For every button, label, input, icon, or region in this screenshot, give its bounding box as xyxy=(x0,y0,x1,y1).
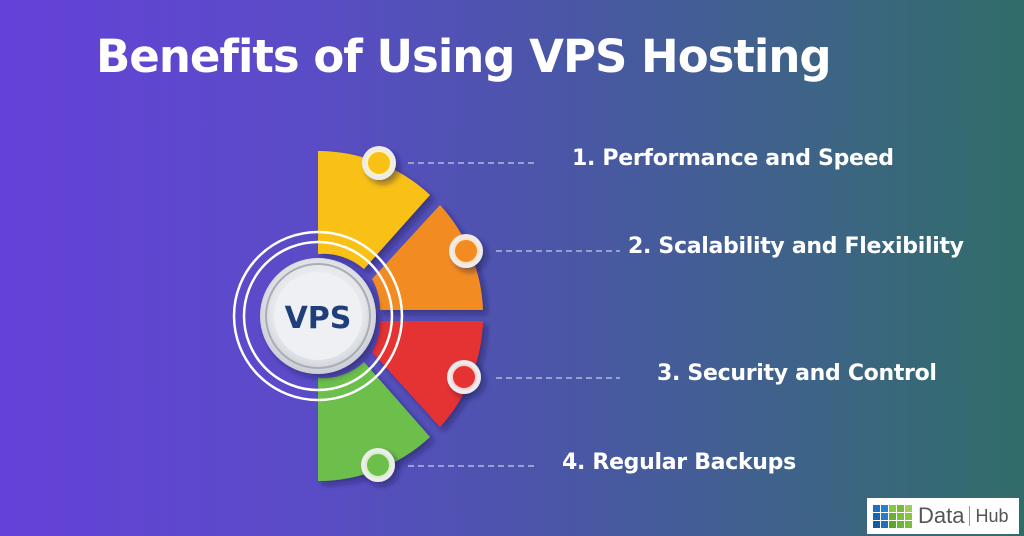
logo-suffix: Hub xyxy=(975,505,1009,526)
logo-divider xyxy=(969,506,971,526)
logo-name: Data xyxy=(918,503,965,528)
segment-performance xyxy=(318,151,430,269)
page-title: Benefits of Using VPS Hosting xyxy=(96,30,832,83)
benefit-label-backups: 4. Regular Backups xyxy=(562,450,796,475)
benefit-label-performance: 1. Performance and Speed xyxy=(572,146,894,171)
segment-scalability xyxy=(372,205,483,310)
segment-backups xyxy=(318,362,430,481)
benefit-label-scalability: 2. Scalability and Flexibility xyxy=(628,234,964,259)
logo-grid-icon xyxy=(873,504,912,528)
center-label: VPS xyxy=(285,301,352,336)
datahub-logo: Data Hub xyxy=(867,498,1019,534)
benefit-label-security: 3. Security and Control xyxy=(657,361,937,386)
segment-security xyxy=(372,321,483,427)
